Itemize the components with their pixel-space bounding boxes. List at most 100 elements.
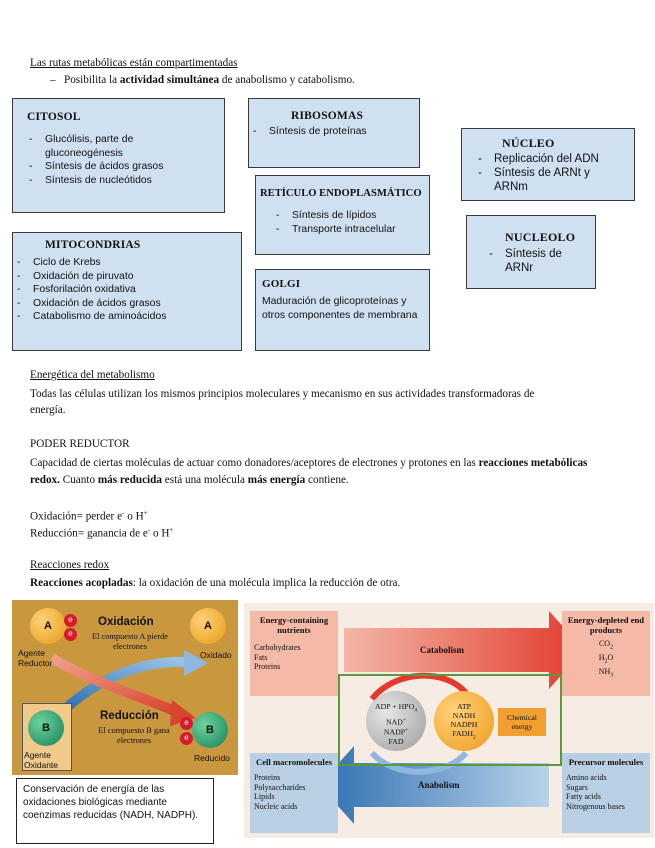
agente-oxidante-label: Agente Oxidante <box>24 750 59 770</box>
golgi-box: GOLGI Maduración de glicoproteínas y otr… <box>255 269 430 351</box>
metabolism-figure: Energy-containing nutrients Carbohydrate… <box>244 603 654 838</box>
energy-nutrients-list: Carbohydrates Fats Proteins <box>254 643 334 672</box>
depleted-list: CO2 H2O NH3 <box>598 639 614 679</box>
precursor-molecules-box: Precursor molecules Amino acids Sugars F… <box>562 753 650 833</box>
list-item: H <box>598 653 605 663</box>
nucleolo-list: Síntesis de ARNr <box>487 247 589 275</box>
mitocondrias-title: MITOCONDRIAS <box>45 239 141 251</box>
oxidado-label: Oxidado <box>200 650 232 660</box>
reducing-power-text: Capacidad de ciertas moléculas de actuar… <box>30 457 588 486</box>
energy-nutrients-title: Energy-containing nutrients <box>259 615 329 635</box>
list-item: Nucleic acids <box>254 801 298 811</box>
list-item: Sugars <box>566 782 588 792</box>
nucleo-title: NÚCLEO <box>502 136 555 150</box>
list-item: NH <box>598 667 611 677</box>
list-item: Fosforilación oxidativa <box>15 283 233 297</box>
compound-a-circle: A <box>30 608 66 644</box>
section-heading-energetics: Energética del metabolismo <box>30 369 155 381</box>
reduccion-title: Reducción <box>100 710 159 722</box>
nucleolo-title: NUCLEOLO <box>505 230 576 244</box>
electron-icon: e <box>180 732 193 745</box>
reducido-label: Reducido <box>194 753 230 763</box>
oxidacion-desc: El compuesto A pierde electrones <box>91 632 169 651</box>
cell-macro-list: Proteins Polysaccharides Lipids Nucleic … <box>254 773 334 811</box>
red-arrow-shaft <box>49 653 179 717</box>
oxidacion-title: Oxidación <box>98 616 154 628</box>
list-item: Nitrogenous bases <box>566 801 625 811</box>
list-item: Proteins <box>254 662 281 671</box>
list-item: Lipids <box>254 792 275 801</box>
green-highlight-frame <box>338 674 562 766</box>
nucleo-box: NÚCLEO Replicación del ADN Síntesis de A… <box>461 128 635 201</box>
section-heading-reducing-power: PODER REDUCTOR <box>30 438 130 450</box>
citosol-title: CITOSOL <box>27 111 81 123</box>
adp-circle: ADP + HPO4 NAD+ NADP+ FAD <box>366 691 426 751</box>
electron-icon: e <box>180 717 193 730</box>
list-item: Proteins <box>254 773 281 782</box>
golgi-title: GOLGI <box>262 278 301 290</box>
list-item: Amino acids <box>566 773 607 782</box>
chemical-energy-box: Chemical energy <box>498 708 546 736</box>
list-item: Glucólisis, parte de gluconeogénesis <box>27 133 165 160</box>
list-item: Carbohydrates <box>254 643 301 652</box>
compound-a-oxidized-circle: A <box>190 608 226 644</box>
mitocondrias-list: Ciclo de Krebs Oxidación de piruvato Fos… <box>15 256 233 324</box>
compound-b-reduced-circle: B <box>192 712 228 748</box>
nucleolo-box: NUCLEOLO Síntesis de ARNr <box>466 215 596 289</box>
depleted-title: Energy-depleted end products <box>567 615 645 635</box>
atp-circle: ATP NADH NADPH FADH2 <box>434 691 494 751</box>
energetics-text: Todas las células utilizan los mismos pr… <box>30 388 535 416</box>
precursor-list: Amino acids Sugars Fatty acids Nitrogeno… <box>566 773 646 811</box>
reduction-definition: Reducción= ganancia de e- o H+ <box>30 526 174 540</box>
ribosomas-list: Síntesis de proteínas <box>251 125 411 139</box>
list-item: Síntesis de ácidos grasos <box>27 160 214 174</box>
anabolism-label: Anabolism <box>418 780 460 790</box>
citosol-list: Glucólisis, parte de gluconeogénesis Sín… <box>27 133 214 187</box>
reduccion-desc: El compuesto B gana electrones <box>98 726 170 745</box>
electron-icon: e <box>64 628 77 641</box>
catabolism-label: Catabolism <box>420 645 465 655</box>
energy-nutrients-box: Energy-containing nutrients Carbohydrate… <box>250 611 338 696</box>
list-item: Síntesis de proteínas <box>251 125 411 139</box>
nucleo-list: Replicación del ADN Síntesis de ARNt y A… <box>476 152 628 194</box>
section-heading-redox: Reacciones redox <box>30 559 110 571</box>
redox-text: Reacciones acopladas: la oxidación de un… <box>30 577 401 589</box>
list-item: Replicación del ADN <box>476 152 628 166</box>
citosol-box: CITOSOL Glucólisis, parte de gluconeogén… <box>12 98 225 213</box>
depleted-products-box: Energy-depleted end products CO2 H2O NH3 <box>562 611 650 696</box>
reticulo-box: RETÍCULO ENDOPLASMÁTICO Síntesis de lípi… <box>255 175 430 255</box>
mitocondrias-box: MITOCONDRIAS Ciclo de Krebs Oxidación de… <box>12 232 242 351</box>
redox-figure: A e e Agente Reductor Oxidación El compu… <box>12 600 238 775</box>
blue-arrow-shaft <box>60 656 188 714</box>
list-item: Oxidación de ácidos grasos <box>15 297 233 311</box>
cell-macro-title: Cell macromolecules <box>256 757 332 767</box>
metabolism-arrows <box>319 611 584 824</box>
redox-caption: Conservación de energía de las oxidacion… <box>16 778 214 844</box>
list-item: Fatty acids <box>566 792 601 801</box>
oxidation-definition: Oxidación= perder e- o H+ <box>30 509 148 523</box>
list-item: Catabolismo de aminoácidos <box>15 310 233 324</box>
list-item: Síntesis de ARNr <box>487 247 577 275</box>
list-item: Polysaccharides <box>254 782 306 792</box>
cell-macromolecules-box: Cell macromolecules Proteins Polysacchar… <box>250 753 338 833</box>
list-item: CO <box>598 639 611 648</box>
cycle-blue-arrow <box>369 750 469 775</box>
list-item: Síntesis de ARNt y ARNm <box>476 166 614 194</box>
ribosomas-box: RIBOSOMAS Síntesis de proteínas <box>248 98 420 168</box>
reticulo-list: Síntesis de lípidos Transporte intracelu… <box>274 209 425 236</box>
list-item: Oxidación de piruvato <box>15 270 233 284</box>
catabolism-arrow <box>344 611 584 689</box>
list-item: Síntesis de nucleótidos <box>27 174 214 188</box>
compound-b-circle: B <box>28 710 64 746</box>
list-item: Ciclo de Krebs <box>15 256 233 270</box>
list-item: Transporte intracelular <box>274 223 425 237</box>
blue-arrow-head <box>184 650 208 676</box>
reticulo-title: RETÍCULO ENDOPLASMÁTICO <box>260 188 422 199</box>
ribosomas-title: RIBOSOMAS <box>291 110 364 122</box>
compartments-bullet: – Posibilita la actividad simultánea de … <box>50 74 355 86</box>
section-heading-compartments: Las rutas metabólicas están compartiment… <box>30 57 238 69</box>
golgi-text: Maduración de glicoproteínas y otros com… <box>262 296 418 321</box>
precursor-title: Precursor molecules <box>568 757 644 767</box>
electron-icon: e <box>64 614 77 627</box>
list-item: Fats <box>254 652 268 662</box>
